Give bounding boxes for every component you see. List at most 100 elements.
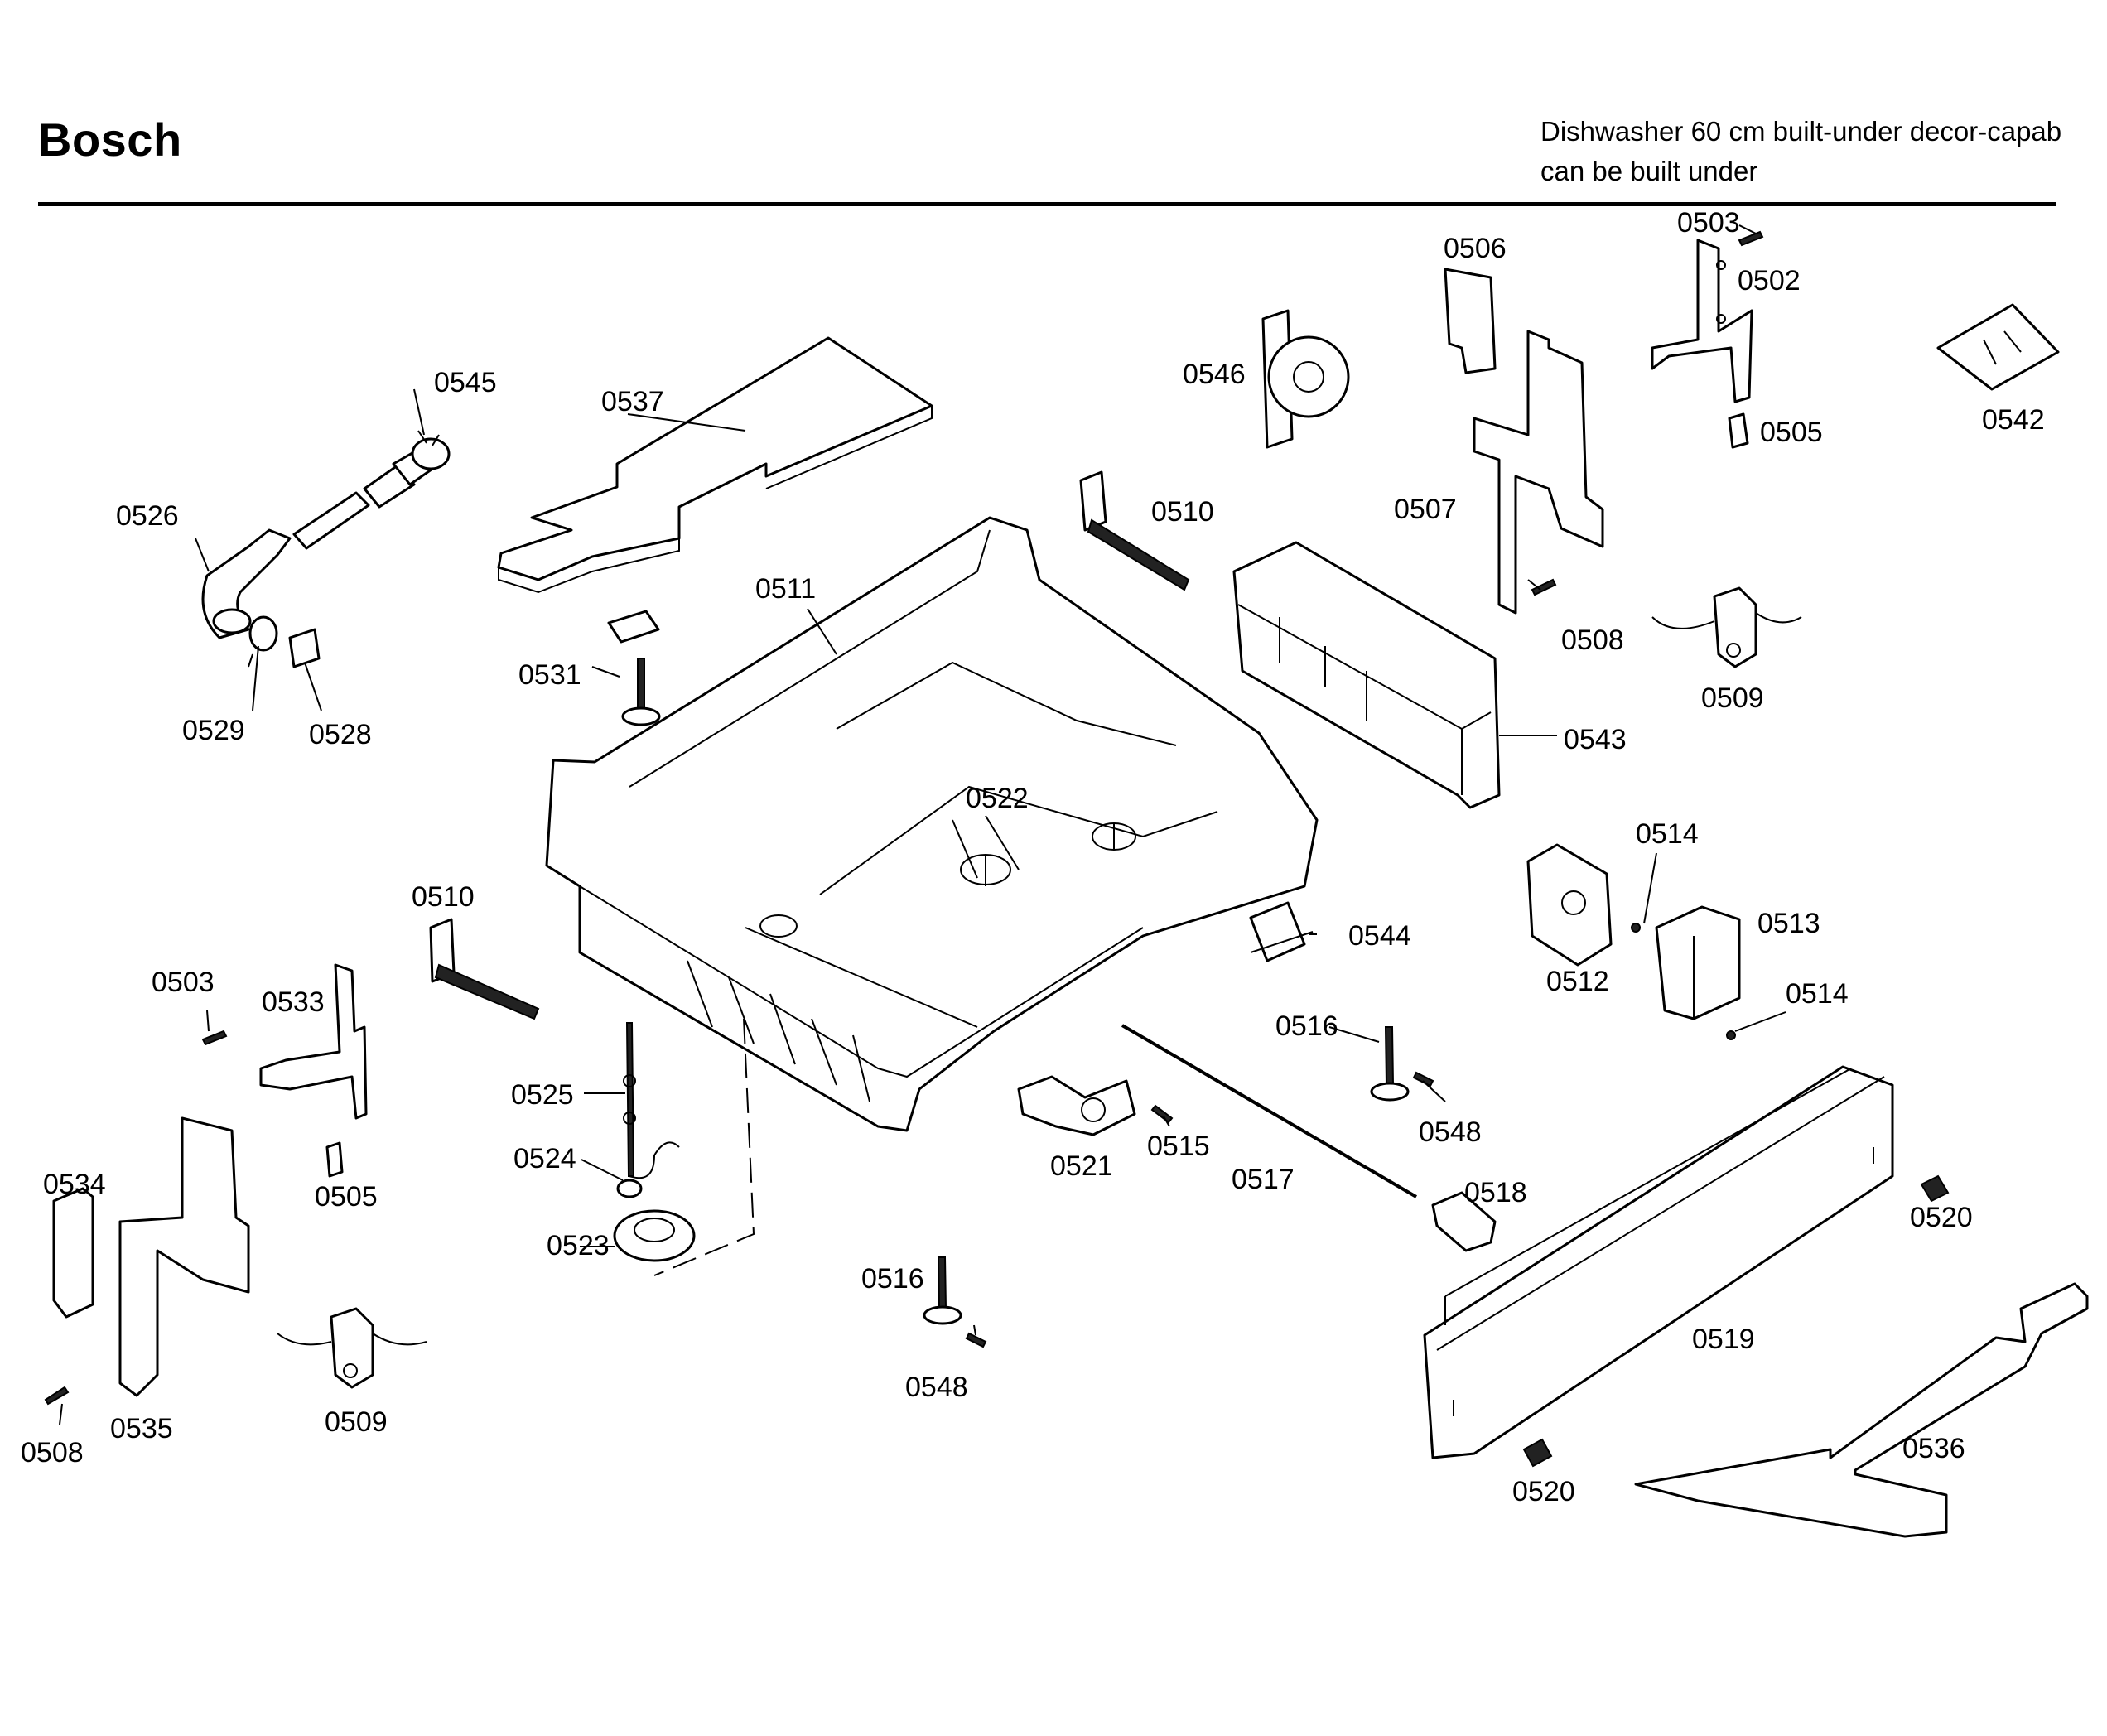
- part-0508-screw-right: [1531, 578, 1557, 596]
- callout-0514-top: 0514: [1636, 818, 1699, 850]
- part-0505-clip-left: [325, 1141, 344, 1178]
- callout-0502: 0502: [1738, 265, 1801, 297]
- callout-0542: 0542: [1982, 404, 2045, 436]
- part-0512-housing: [1526, 843, 1613, 967]
- part-0514-screw-bottom: [1726, 1030, 1736, 1040]
- part-0516-foot-right: [1370, 1026, 1410, 1102]
- callout-0519: 0519: [1692, 1324, 1755, 1355]
- part-0516-foot-left: [923, 1256, 962, 1325]
- part-0510-spring-bottom: [429, 918, 540, 1020]
- callout-0509-right: 0509: [1701, 682, 1764, 714]
- callout-0505-top: 0505: [1760, 417, 1823, 448]
- part-0521-motor: [1017, 1075, 1136, 1136]
- callout-0548-left: 0548: [905, 1372, 968, 1403]
- callout-0531: 0531: [518, 659, 581, 691]
- header-rule: [38, 202, 2056, 206]
- callout-0529: 0529: [182, 715, 245, 746]
- callout-0523: 0523: [547, 1230, 610, 1261]
- callout-0503-top: 0503: [1677, 207, 1740, 239]
- callout-0525: 0525: [511, 1079, 574, 1111]
- callout-0512: 0512: [1546, 966, 1609, 997]
- part-0505-clip-top: [1728, 412, 1749, 449]
- part-0513-cover: [1655, 905, 1741, 1020]
- part-0503-screw-left: [201, 1030, 228, 1046]
- part-0506-bracket: [1444, 268, 1497, 374]
- callout-0537: 0537: [601, 386, 664, 417]
- part-0533-bracket: [259, 963, 368, 1120]
- callout-0514-bottom: 0514: [1786, 978, 1849, 1010]
- callout-0536: 0536: [1902, 1433, 1965, 1464]
- part-0509-sensor-right: [1651, 586, 1802, 668]
- callout-0503-left: 0503: [152, 967, 215, 998]
- callout-0510-bottom: 0510: [412, 881, 475, 913]
- callout-0517: 0517: [1232, 1164, 1295, 1195]
- part-0536-plinth-strip: [1634, 1282, 2089, 1538]
- brand-title: Bosch: [38, 113, 182, 166]
- part-0546-pump: [1261, 309, 1350, 449]
- callout-0516-left: 0516: [861, 1263, 924, 1295]
- callout-0528: 0528: [309, 719, 372, 750]
- callout-0516-right: 0516: [1275, 1010, 1338, 1042]
- part-0514-screw-top: [1631, 923, 1641, 933]
- callout-0524: 0524: [513, 1143, 576, 1174]
- callout-0548-right: 0548: [1419, 1116, 1482, 1148]
- callout-0518: 0518: [1464, 1177, 1527, 1208]
- part-0511-base-tub: [545, 516, 1319, 1132]
- part-0544-valve: [1249, 901, 1314, 962]
- callout-0509-left: 0509: [325, 1406, 388, 1438]
- callout-0511: 0511: [755, 573, 817, 605]
- part-0523-impeller: [613, 1209, 696, 1262]
- callout-0520-right: 0520: [1910, 1202, 1973, 1233]
- part-0529-clamp: [248, 615, 278, 668]
- callout-0546: 0546: [1183, 359, 1246, 390]
- callout-0515: 0515: [1147, 1131, 1210, 1162]
- part-0517-rod: [1121, 1024, 1418, 1198]
- part-0534-cover: [52, 1187, 94, 1319]
- callout-0522: 0522: [966, 783, 1029, 814]
- callout-0533: 0533: [262, 986, 325, 1018]
- callout-0545: 0545: [434, 367, 497, 398]
- callout-0508-left: 0508: [21, 1437, 84, 1468]
- model-description-line-2: can be built under: [1540, 156, 1758, 186]
- part-0515-screw: [1150, 1104, 1174, 1124]
- part-0524-sensor-cable: [616, 1141, 680, 1198]
- part-0526-hose: [201, 446, 439, 639]
- part-0503-screw-top: [1738, 230, 1764, 247]
- part-0528-clip: [288, 628, 321, 668]
- part-0520-screw-left: [1522, 1438, 1553, 1468]
- part-0531-foot: [607, 610, 661, 726]
- leader-lines: [59, 224, 1786, 1425]
- callout-0506: 0506: [1444, 233, 1507, 264]
- part-0535-bracket: [118, 1116, 250, 1397]
- part-0525-shaft: [623, 1022, 636, 1177]
- part-0548-screw-right: [1412, 1071, 1434, 1087]
- callout-0521: 0521: [1050, 1150, 1113, 1182]
- callout-0534: 0534: [43, 1169, 106, 1200]
- part-0510-spring-top: [1079, 470, 1190, 591]
- callout-0526: 0526: [116, 500, 179, 532]
- part-0537-insulation-mat: [497, 336, 933, 594]
- part-0545-clamp: [411, 430, 451, 470]
- part-0542-hardware-bag: [1936, 303, 2060, 391]
- part-0508-screw-left: [44, 1386, 70, 1406]
- part-0509-sensor-left: [277, 1307, 427, 1389]
- part-0502-bracket: [1651, 239, 1753, 403]
- callout-0543: 0543: [1564, 724, 1627, 755]
- callout-0505-left: 0505: [315, 1181, 378, 1213]
- part-0519-kick-panel: [1423, 1065, 1894, 1459]
- part-0507-bracket-plate: [1473, 330, 1604, 615]
- part-0520-screw-right: [1920, 1174, 1950, 1203]
- part-0543-control-module: [1232, 541, 1501, 809]
- part-0548-screw-left: [965, 1332, 987, 1348]
- callout-0513: 0513: [1757, 908, 1820, 939]
- part-0518-knob: [1431, 1191, 1497, 1252]
- callout-0507: 0507: [1394, 494, 1457, 525]
- callout-0520-left: 0520: [1512, 1476, 1575, 1507]
- callout-0544: 0544: [1348, 920, 1411, 952]
- connector-dashed-line: [653, 1018, 755, 1276]
- callout-0535: 0535: [110, 1413, 173, 1444]
- callout-0510-top: 0510: [1151, 496, 1214, 528]
- callout-0508-right: 0508: [1561, 624, 1624, 656]
- model-description-line-1: Dishwasher 60 cm built-under decor-capab: [1540, 116, 2062, 147]
